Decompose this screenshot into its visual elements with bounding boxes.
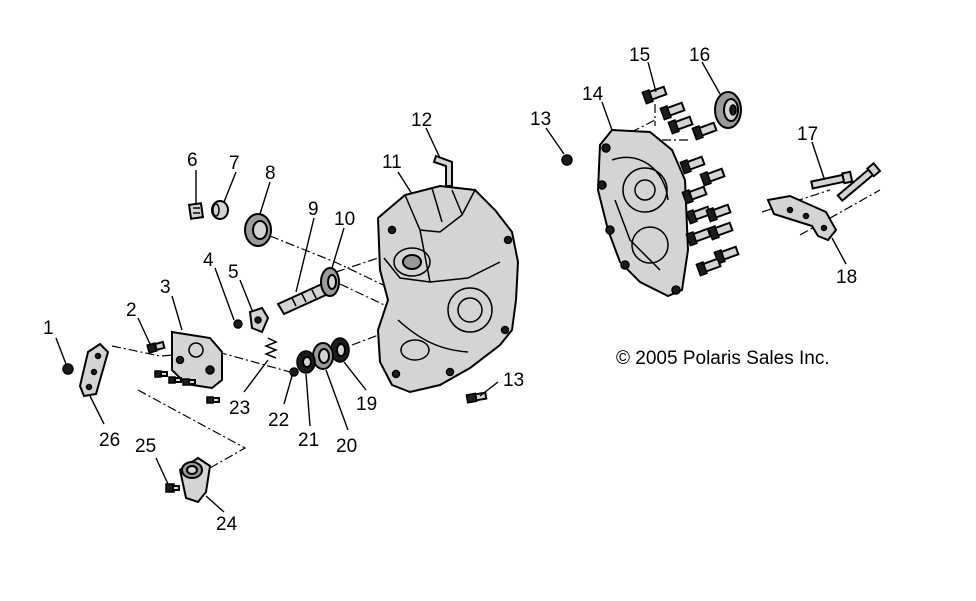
callout-11: 11 [382,152,402,173]
callout-1: 1 [43,318,54,339]
callout-3: 3 [160,277,171,298]
callout-5: 5 [228,262,239,283]
callout-23: 23 [229,398,250,419]
output-seal [714,91,742,129]
callout-2: 2 [126,300,137,321]
callout-4: 4 [203,250,214,271]
washer-4 [233,319,243,329]
callout-7: 7 [229,153,240,174]
callout-25: 25 [135,436,156,457]
callout-26: 26 [99,430,120,451]
bolt-1 [62,363,74,375]
callout-13-upper: 13 [530,109,551,130]
callout-12: 12 [411,110,432,131]
callout-15: 15 [629,45,650,66]
callout-9: 9 [308,199,319,220]
plate-26 [78,342,110,398]
shaft-9 [276,282,330,316]
nut [561,154,573,166]
callout-13-lower: 13 [503,370,524,391]
callout-19: 19 [356,394,377,415]
callout-6: 6 [187,150,198,171]
callout-labels: 1 2 3 4 5 6 7 8 9 10 11 12 13 14 15 16 1… [43,45,857,535]
insert-6 [187,202,205,220]
callout-24: 24 [216,514,238,535]
breather-tube [432,154,453,187]
lever-5 [248,306,270,334]
copyright-notice: © 2005 Polaris Sales Inc. [616,348,830,369]
callout-18: 18 [836,267,857,288]
bearing-20 [312,342,334,370]
gear-10 [320,267,340,297]
sensor-24 [178,456,212,504]
washer-21 [296,350,316,374]
lower-bolt [465,391,488,404]
ball-22 [289,367,299,377]
callout-10: 10 [334,209,355,230]
gearcase-main [376,184,520,394]
callout-22: 22 [268,410,289,431]
spring-23 [263,337,279,359]
screw-2 [146,340,166,354]
bushing-7 [211,200,229,220]
screw-25 [165,483,180,493]
callout-17: 17 [797,124,818,145]
leader-lines [55,61,847,513]
selector-housing-3 [171,330,223,390]
cover-bolts [641,85,740,277]
callout-14: 14 [582,84,604,105]
callout-16: 16 [689,45,710,66]
long-bolts [810,161,882,203]
seal-8 [244,213,272,247]
small-screws [154,370,220,404]
callout-21: 21 [298,430,319,451]
gearcase-cover [596,128,690,298]
mounting-bracket [766,194,838,242]
callout-8: 8 [265,163,276,184]
callout-20: 20 [336,436,357,457]
